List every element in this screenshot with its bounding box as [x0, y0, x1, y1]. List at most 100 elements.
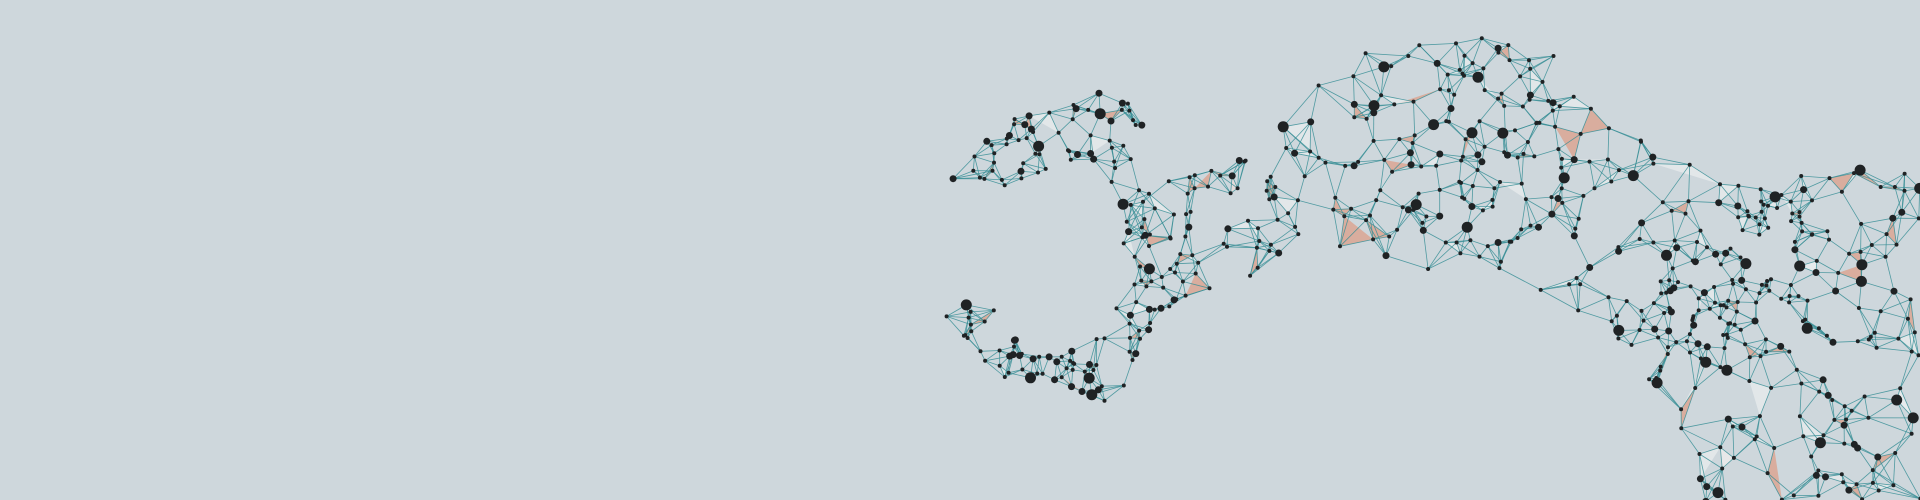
mesh-node: [1091, 368, 1096, 372]
mesh-node: [1870, 480, 1875, 485]
mesh-edge: [1008, 369, 1023, 374]
mesh-edge: [1794, 249, 1817, 262]
mesh-node: [1816, 493, 1821, 498]
mesh-edge: [1631, 320, 1644, 346]
mesh-edge: [1517, 157, 1523, 184]
mesh-edge: [1427, 252, 1461, 270]
mesh-edge: [1626, 300, 1642, 312]
mesh-node: [1094, 108, 1106, 120]
mesh-edge: [1479, 256, 1501, 263]
mesh-node: [1902, 188, 1907, 193]
mesh-edge: [1527, 141, 1535, 157]
mesh-edge: [1525, 198, 1539, 228]
mesh-edge: [1790, 220, 1803, 232]
mesh-node: [1277, 121, 1289, 133]
mesh-node: [1787, 300, 1792, 305]
mesh-node: [1578, 131, 1583, 136]
mesh-node: [1829, 338, 1837, 346]
mesh-node: [1235, 157, 1243, 164]
mesh-edge: [1128, 201, 1144, 232]
mesh-edge: [1714, 300, 1729, 304]
mesh-node: [1515, 155, 1520, 160]
mesh-node: [1411, 99, 1416, 104]
mesh-edge: [970, 310, 995, 325]
mesh-node: [1128, 335, 1132, 340]
mesh-edge: [1864, 387, 1901, 397]
mesh-node: [1167, 304, 1172, 309]
mesh-edge: [1760, 339, 1767, 357]
mesh-edge: [1870, 311, 1882, 338]
mesh-node: [1549, 195, 1554, 200]
mesh-edge: [1501, 76, 1521, 94]
mesh-node: [1847, 251, 1852, 256]
mesh-edge: [1914, 332, 1919, 356]
mesh-node: [1053, 358, 1061, 366]
mesh-node: [1138, 121, 1146, 129]
mesh-edge: [968, 310, 994, 318]
mesh-edge: [1781, 470, 1819, 500]
mesh-node: [1378, 188, 1383, 193]
mesh-edge: [1373, 140, 1385, 161]
mesh-edge: [1353, 53, 1366, 77]
mesh-edge: [1802, 436, 1812, 457]
mesh-node: [1419, 226, 1427, 234]
mesh-edge: [1742, 224, 1760, 231]
mesh-node: [1364, 218, 1369, 223]
mesh-node: [1428, 119, 1440, 131]
mesh-node: [1878, 309, 1883, 314]
mesh-node: [1712, 285, 1717, 289]
mesh-edge: [1399, 138, 1413, 144]
mesh-edge: [1187, 175, 1196, 194]
mesh-edge: [1472, 38, 1483, 64]
mesh-edge: [1685, 201, 1689, 214]
mesh-edge: [1755, 290, 1770, 303]
mesh-edge: [1794, 233, 1813, 243]
mesh-node: [1507, 239, 1512, 244]
mesh-edge: [1256, 244, 1271, 249]
mesh-node: [1912, 330, 1917, 335]
mesh-edge: [1176, 254, 1193, 265]
mesh-edge: [1297, 199, 1334, 210]
mesh-node: [1447, 105, 1455, 112]
mesh-node: [1072, 105, 1080, 113]
mesh-edge: [1774, 435, 1804, 449]
mesh-edge: [1394, 101, 1414, 105]
mesh-edge: [1674, 240, 1698, 243]
mesh-edge: [1580, 283, 1609, 298]
mesh-edge: [1843, 417, 1869, 426]
mesh-edge: [1789, 300, 1808, 303]
mesh-node: [1761, 202, 1766, 207]
mesh-node: [1559, 165, 1564, 170]
mesh-node: [1713, 300, 1717, 305]
mesh-edge: [1058, 132, 1070, 152]
mesh-edge: [1860, 223, 1887, 235]
mesh-node: [1437, 187, 1442, 192]
mesh-node: [1070, 367, 1075, 372]
mesh-edge: [970, 311, 985, 322]
mesh-edge: [1551, 213, 1576, 229]
mesh-edge: [974, 156, 981, 178]
mesh-edge: [1517, 226, 1539, 239]
mesh-node: [1481, 66, 1486, 71]
mesh-node: [1661, 249, 1672, 261]
mesh-edge: [1580, 108, 1592, 135]
mesh-edge: [1413, 209, 1424, 231]
mesh-node: [1460, 195, 1465, 200]
mesh-edge: [1460, 169, 1478, 184]
mesh-edge: [1219, 175, 1231, 194]
mesh-edge: [1871, 244, 1886, 258]
mesh-edge: [1061, 369, 1073, 378]
mesh-node: [1688, 350, 1692, 355]
mesh-edge: [1318, 85, 1355, 118]
mesh-node: [1799, 174, 1804, 178]
mesh-node: [1855, 339, 1860, 344]
mesh-edge: [1470, 239, 1488, 247]
mesh-edge: [1525, 198, 1553, 215]
mesh-node: [1121, 241, 1126, 246]
mesh-edge: [1770, 278, 1792, 286]
mesh-edge: [1719, 183, 1739, 187]
mesh-edge: [1776, 201, 1791, 209]
mesh-edge: [1472, 169, 1478, 187]
mesh-edge: [1860, 244, 1873, 253]
mesh-edge: [1699, 453, 1723, 469]
